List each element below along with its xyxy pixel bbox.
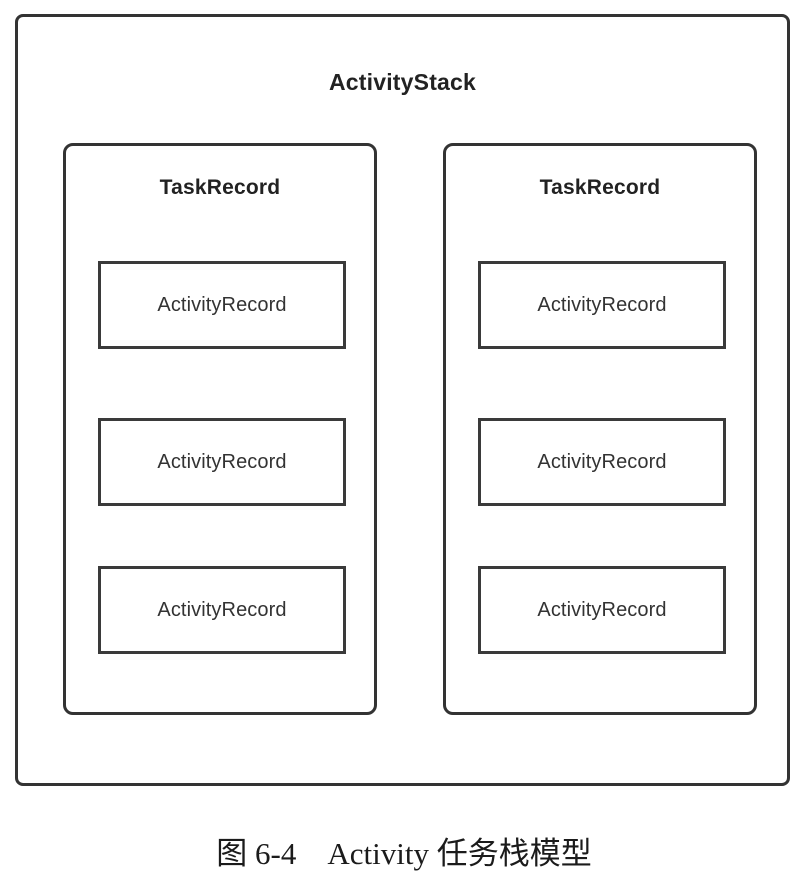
activity-stack-container: ActivityStack TaskRecord ActivityRecord … xyxy=(15,14,790,786)
activity-record-box: ActivityRecord xyxy=(478,418,726,506)
task-record-container: TaskRecord ActivityRecord ActivityRecord… xyxy=(443,143,757,715)
activity-record-label: ActivityRecord xyxy=(157,450,287,473)
task-record-title: TaskRecord xyxy=(539,176,661,199)
activity-record-box: ActivityRecord xyxy=(478,566,726,654)
activity-record-label: ActivityRecord xyxy=(537,450,667,473)
activity-record-box: ActivityRecord xyxy=(98,566,346,654)
figure-caption: 图 6-4 Activity 任务栈模型 xyxy=(216,836,592,871)
task-record-container: TaskRecord ActivityRecord ActivityRecord… xyxy=(63,143,377,715)
activity-record-label: ActivityRecord xyxy=(537,293,667,316)
activity-record-box: ActivityRecord xyxy=(98,418,346,506)
task-record-title: TaskRecord xyxy=(159,176,281,199)
activity-stack-title: ActivityStack xyxy=(328,69,477,95)
activity-record-box: ActivityRecord xyxy=(98,261,346,349)
activity-record-label: ActivityRecord xyxy=(537,598,667,621)
activity-record-box: ActivityRecord xyxy=(478,261,726,349)
activity-record-label: ActivityRecord xyxy=(157,598,287,621)
activity-record-label: ActivityRecord xyxy=(157,293,287,316)
